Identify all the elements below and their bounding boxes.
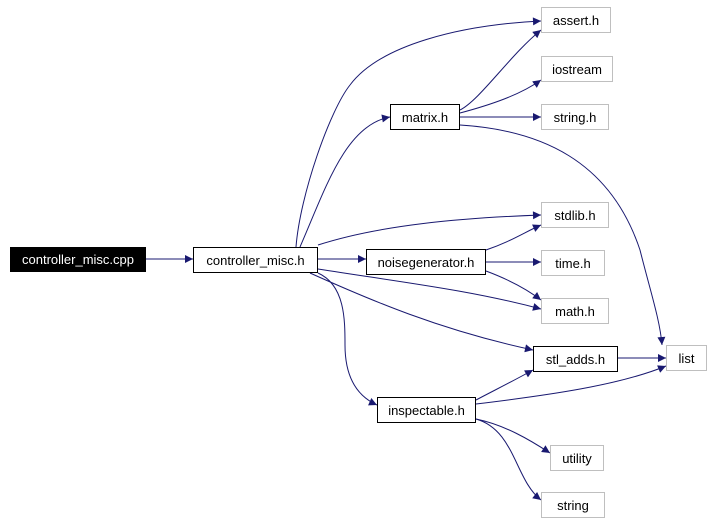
node-iostream: iostream — [541, 56, 613, 82]
edge-controller-misc-h-to-stl-adds-h — [309, 272, 534, 353]
node-assert-h: assert.h — [541, 7, 611, 33]
edge-inspectable-h-to-utility — [475, 418, 551, 454]
edge-controller-misc-h-to-assert-h — [295, 17, 542, 248]
edge-inspectable-h-to-stl-adds-h — [475, 369, 534, 401]
node-stl-adds-h[interactable]: stl_adds.h — [533, 346, 618, 372]
node-math-h: math.h — [541, 298, 609, 324]
node-list: list — [666, 345, 707, 371]
node-controller-misc-h[interactable]: controller_misc.h — [193, 247, 318, 273]
node-utility: utility — [550, 445, 604, 471]
node-string-h: string.h — [541, 104, 609, 130]
edge-matrix-h-to-list — [459, 124, 666, 346]
node-time-h: time.h — [541, 250, 605, 276]
edge-controller-misc-h-to-stdlib-h — [317, 211, 542, 246]
edge-controller-misc-h-to-matrix-h — [299, 114, 391, 248]
edge-matrix-h-to-assert-h — [459, 29, 542, 111]
edge-matrix-h-to-iostream — [459, 79, 542, 114]
edge-noisegenerator-h-to-math-h — [485, 270, 542, 301]
node-matrix-h[interactable]: matrix.h — [390, 104, 460, 130]
node-controller-misc-cpp: controller_misc.cpp — [10, 247, 146, 272]
edge-inspectable-h-to-list — [475, 365, 667, 405]
edge-controller-misc-h-to-inspectable-h — [317, 272, 378, 406]
node-string: string — [541, 492, 605, 518]
node-inspectable-h[interactable]: inspectable.h — [377, 397, 476, 423]
edge-noisegenerator-h-to-stdlib-h — [485, 224, 542, 251]
edge-controller-misc-h-to-math-h — [317, 268, 542, 311]
edge-inspectable-h-to-string — [475, 418, 542, 501]
node-stdlib-h: stdlib.h — [541, 202, 609, 228]
node-noisegenerator-h[interactable]: noisegenerator.h — [366, 249, 486, 275]
